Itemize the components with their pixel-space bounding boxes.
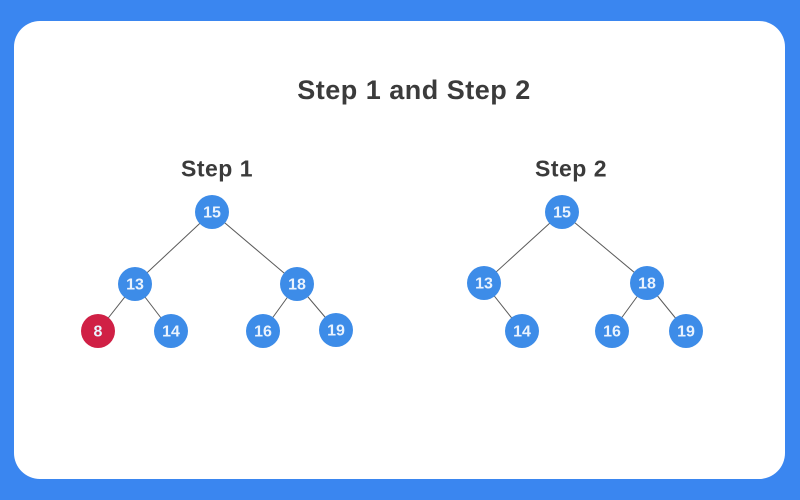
tree-node-value: 16	[603, 324, 621, 341]
tree-edge	[561, 211, 648, 284]
tree-node-16	[595, 314, 629, 348]
tree-node-value: 19	[677, 324, 695, 341]
tree-2: 15 13 18 14 16 19	[467, 195, 703, 348]
tree-node-19	[669, 314, 703, 348]
tree-edge	[211, 211, 298, 285]
tree-node-14	[505, 314, 539, 348]
tree-node-value: 14	[162, 324, 180, 341]
tree-node-15	[545, 195, 579, 229]
tree-node-value: 13	[475, 276, 493, 293]
content-card: Step 1 and Step 2 Step 1 Step 2	[14, 21, 785, 479]
tree-node-value: 14	[513, 324, 531, 341]
tree-node-value: 15	[203, 205, 221, 222]
tree-node-15	[195, 195, 229, 229]
tree-node-19	[319, 313, 353, 347]
tree-node-16	[246, 314, 280, 348]
tree-node-18	[280, 267, 314, 301]
tree-node-value: 16	[254, 324, 272, 341]
tree-node-value: 8	[94, 324, 103, 341]
tree-node-18	[630, 266, 664, 300]
tree-1: 15 13 18 8 14 16 19	[81, 195, 353, 348]
tree-node-8	[81, 314, 115, 348]
tree-node-value: 13	[126, 277, 144, 294]
tree-edge	[134, 211, 213, 285]
tree-1-label: Step 1	[180, 155, 254, 182]
tree-node-14	[154, 314, 188, 348]
tree-2-label: Step 2	[534, 155, 608, 182]
tree-node-value: 18	[638, 276, 656, 293]
page-title: Step 1 and Step 2	[297, 75, 531, 105]
tree-node-value: 19	[327, 323, 345, 340]
tree-edge	[483, 211, 563, 284]
tree-node-13	[118, 267, 152, 301]
tree-node-13	[467, 266, 501, 300]
tree-node-value: 15	[553, 205, 571, 222]
tree-node-value: 18	[288, 277, 306, 294]
